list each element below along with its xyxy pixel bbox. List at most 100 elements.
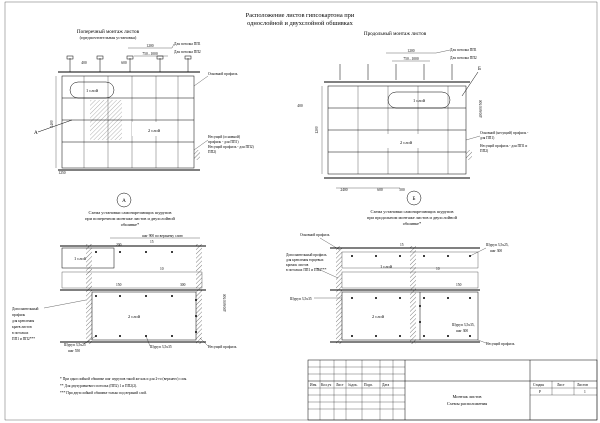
detail-a-carry: Несущий профиль	[208, 345, 237, 349]
detail-a-screw-1: Шуруп 3,5х25	[64, 343, 86, 348]
right-carrying-1: Основной (несущий) профиль -	[480, 131, 529, 135]
stamp-cell-2: Лист	[336, 383, 344, 387]
detail-a-screw-1b: шаг 550	[68, 349, 80, 353]
stamp-cell-1: Кол.уч	[321, 383, 331, 387]
detail-b-layer2: 2 слой	[372, 314, 385, 319]
right-carrying-3: Несущий профиль - для ПП1 и	[480, 144, 527, 148]
detail-b-screw-3: Шуруп 3,5х35,	[452, 323, 475, 328]
left-main-profile: Основной профиль	[208, 72, 238, 76]
stamp-sheets-label: Листов	[577, 383, 588, 387]
detail-b-extra-3: кромок листов	[286, 263, 309, 267]
title-block: Изм. Кол.уч Лист №док. Подп. Дата Монтаж…	[307, 359, 598, 421]
left-layer1-label: 1 слой	[86, 88, 99, 93]
detail-a-extra-1: Дополнительный	[12, 307, 38, 311]
left-heading-1: Поперечный монтаж листов	[77, 28, 140, 35]
left-carrying-1: Несущий (основной)	[208, 135, 241, 139]
detail-a-dim-200: 200	[116, 243, 122, 247]
detail-a-heading-2: при поперечном монтаже листов и двухслой…	[85, 216, 175, 221]
left-heading-2: (предпочтительная установка)	[80, 35, 137, 40]
right-carrying-2: для ПП1)	[480, 136, 495, 140]
right-layer2-label: 2 слой	[400, 140, 413, 145]
left-board-area	[61, 75, 195, 169]
detail-b-screws	[351, 255, 471, 337]
right-dim-1200: 1200	[407, 49, 414, 53]
detail-b-main: Основной профиль	[300, 233, 330, 237]
left-layer2-label: 2 слой	[148, 128, 161, 133]
right-dim-1200-side: 1200	[315, 126, 319, 133]
detail-b: Б Схема установки самонарезающих шурупов…	[286, 190, 515, 346]
left-dim-2400: 2400	[50, 120, 54, 127]
detail-a-heading-3: обшивке*	[121, 222, 139, 227]
detail-b-dim-10: 10	[436, 267, 440, 271]
detail-b-extra-4: в потолках ПП1 и ПП2***	[286, 268, 327, 272]
right-carrying-4: ПП2)	[480, 149, 489, 153]
footnote-2: ** Для двухуровневого потолка (ПП2) 1 и …	[60, 384, 137, 388]
detail-b-dim-150: 150	[456, 283, 462, 287]
right-dim-500: 500	[399, 188, 405, 192]
detail-b-callout: Б	[413, 196, 416, 202]
detail-a-extra-3: для крепления	[12, 319, 34, 323]
right-dim-2400: 2400	[340, 188, 347, 192]
left-note-pp1: Для потолка ПП1	[174, 42, 201, 46]
right-layer1-callout	[387, 91, 451, 109]
stamp-stage-label: Стадия	[533, 383, 544, 387]
left-dim-750: 750...1000	[142, 52, 157, 56]
detail-a: А Схема установки самонарезающих шурупов…	[12, 192, 237, 353]
detail-a-extra-4: краев листов	[12, 325, 32, 329]
sheet-title-line2: однослойной и двухслойной обшивках	[247, 20, 354, 27]
left-dim-1200: 1200	[146, 44, 153, 48]
stamp-sheet-label: Лист	[557, 383, 565, 387]
left-dim-1250: 1250	[58, 171, 65, 175]
right-callout-b: Б	[478, 66, 481, 72]
right-side-dim: 400/600/500	[479, 100, 483, 118]
right-panel: Продольный монтаж листов 1200 750...1000…	[297, 30, 529, 192]
detail-a-circle	[116, 192, 132, 208]
stamp-title-1: Монтаж листов	[452, 394, 481, 399]
left-callout-a: А	[34, 130, 38, 136]
stamp-cell-3: №док.	[348, 383, 358, 387]
right-note-pp2: Для потолка ПП2	[450, 56, 477, 60]
footnotes: * При однослойной обшивке шаг шурупов та…	[60, 377, 187, 395]
detail-b-carry: Несущий профиль	[486, 342, 515, 346]
right-heading: Продольный монтаж листов	[364, 30, 427, 37]
detail-a-layer2: 2 слой	[128, 314, 141, 319]
stamp-title-2: Схемы расположения	[447, 401, 487, 406]
left-layer1-callout	[69, 81, 115, 99]
detail-a-board-2	[91, 291, 197, 341]
detail-a-dim-top: шаг 900 по верхнему слою	[142, 234, 183, 238]
sheet-title-line1: Расположение листов гипсокартона при	[246, 12, 355, 19]
left-carrying-3: Несущий профиль - для ПП2)	[208, 145, 254, 149]
detail-a-dim-150: 150	[116, 283, 122, 287]
detail-b-screw-1: Шуруп 3,5х25,	[486, 243, 509, 248]
detail-a-callout: А	[122, 198, 126, 204]
right-dim-600: 600	[377, 188, 383, 192]
stamp-cell-0: Изм.	[310, 383, 317, 387]
footnote-3: *** При двухслойной обшивке только под в…	[60, 391, 147, 395]
left-dim-400: 400	[81, 61, 87, 65]
detail-b-heading-3: обшивке*	[403, 221, 421, 226]
detail-a-heading-1: Схема установки самонарезающих шурупов	[89, 210, 172, 215]
detail-b-extra-1: Дополнительный профиль	[286, 253, 327, 257]
sheet-border	[4, 1, 598, 421]
left-carrying-4: ПП2)	[208, 150, 217, 154]
detail-a-extra-2: профиль	[12, 313, 26, 317]
detail-b-circle	[406, 190, 422, 206]
stamp-cell-4: Подп.	[364, 383, 373, 387]
left-panel: Поперечный монтаж листов (предпочтительн…	[34, 28, 254, 175]
detail-b-screw-1b: шаг 300	[490, 249, 502, 253]
detail-a-dim-300: 300	[180, 283, 186, 287]
stamp-cell-5: Дата	[382, 383, 390, 387]
stamp-stage-value: Р	[539, 390, 541, 394]
footnote-1: * При однослойной обшивке шаг шурупов та…	[60, 377, 187, 381]
detail-a-board-1	[61, 247, 115, 269]
detail-b-heading-1: Схема установки самонарезающих шурупов	[371, 209, 454, 214]
left-carrying-2: профиль - для ПП1)	[208, 140, 239, 144]
detail-b-heading-2: при продольном монтаже листов и двухслой…	[367, 215, 458, 220]
detail-b-board-2	[341, 291, 479, 341]
right-hangers	[339, 64, 453, 80]
right-note-pp1: Для потолка ПП1	[450, 48, 477, 52]
detail-a-dim-10: 10	[160, 267, 164, 271]
detail-a-extra-5: в потолках	[12, 331, 29, 335]
stamp-sheets-value: 1	[584, 390, 586, 394]
